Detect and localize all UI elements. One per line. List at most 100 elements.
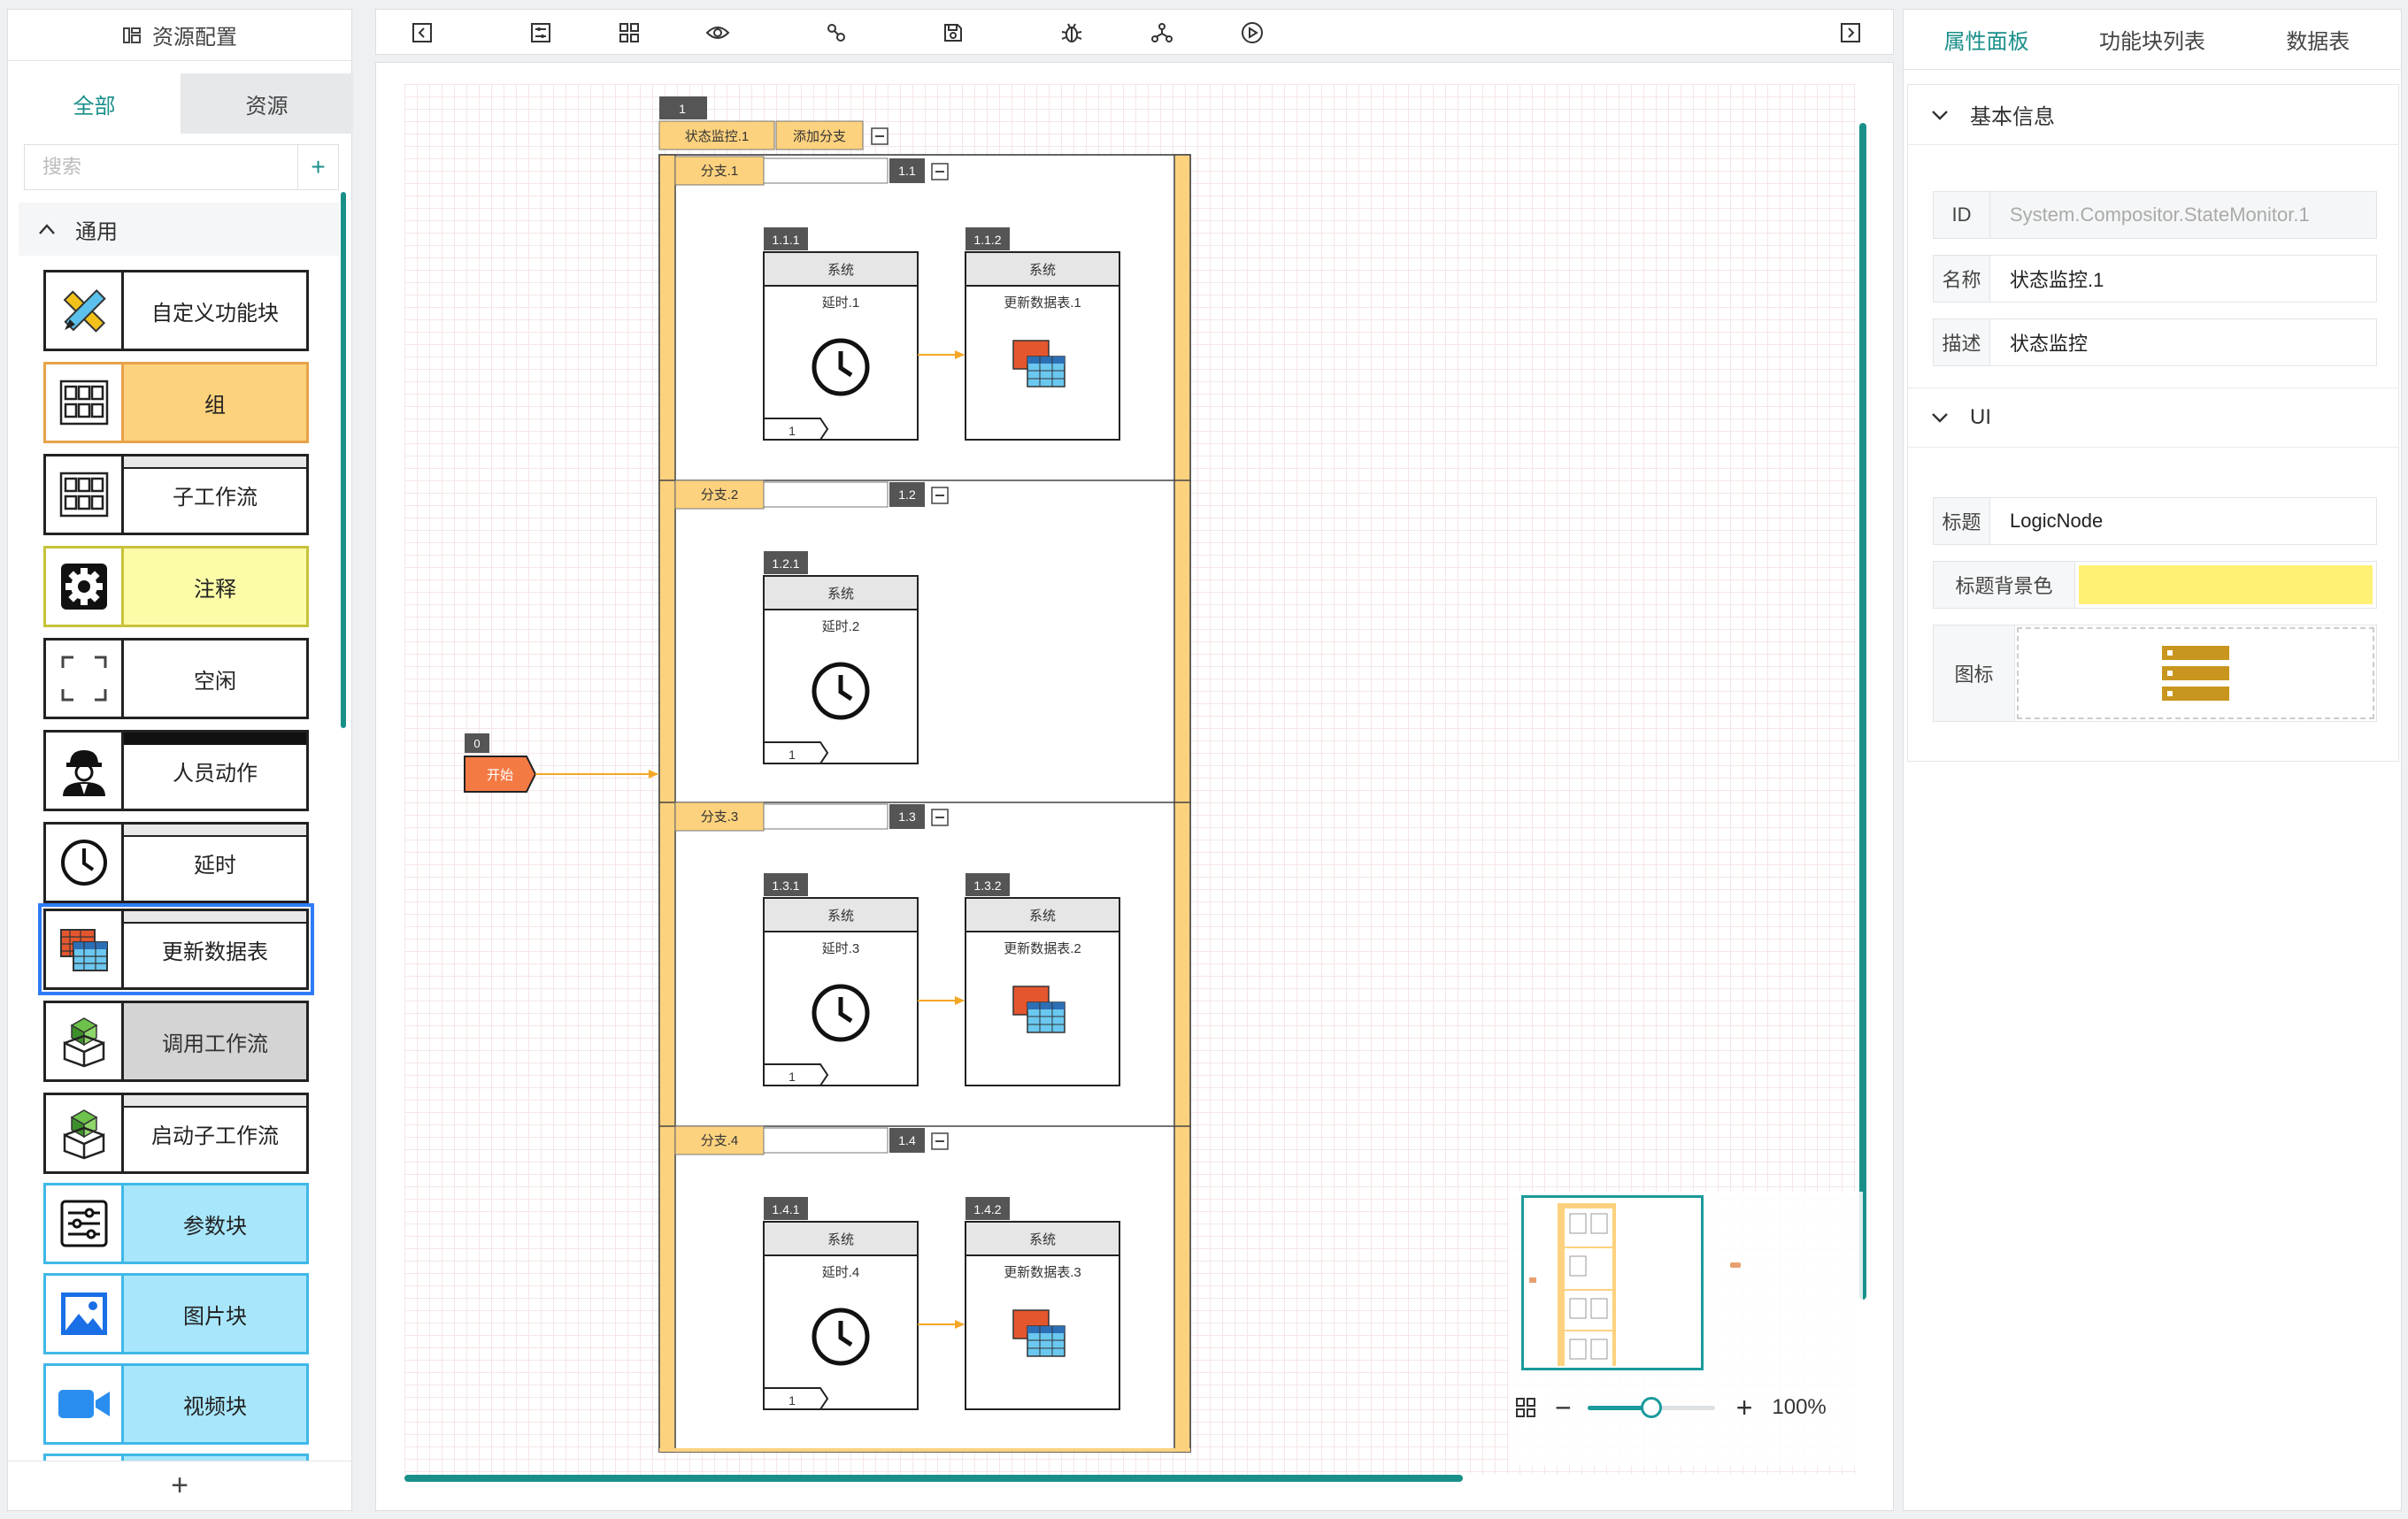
block-update-table[interactable]: 更新数据表 <box>38 903 314 995</box>
block-subflow[interactable]: 子工作流 <box>43 454 309 535</box>
node-count: 1 <box>789 1070 796 1084</box>
block-label: 子工作流 <box>124 456 306 533</box>
block-video[interactable]: 视频块 <box>43 1363 309 1445</box>
canvas-horizontal-scrollbar[interactable] <box>404 1475 1463 1482</box>
node-id: 1.3.2 <box>973 878 1001 893</box>
clock-icon <box>46 825 124 901</box>
branch-label-tab <box>674 1125 765 1155</box>
description-input[interactable]: 状态监控 <box>2010 333 2089 355</box>
node-id-tag <box>764 873 808 896</box>
node-id-tag <box>966 873 1010 896</box>
subflow-icon <box>46 456 124 533</box>
block-start-subflow[interactable]: 启动子工作流 <box>43 1093 309 1174</box>
datatable-icon-header <box>1027 1002 1065 1009</box>
node-name: 延时.4 <box>822 1265 860 1280</box>
properties-button[interactable] <box>527 19 555 47</box>
group-general-header[interactable]: 通用 <box>19 203 339 256</box>
fit-view-icon[interactable] <box>1514 1396 1537 1419</box>
zoom-slider[interactable] <box>1587 1394 1715 1421</box>
worker-icon <box>46 733 124 809</box>
clock-icon <box>812 1308 870 1366</box>
monitor-right-rail <box>1173 154 1191 1453</box>
block-label: 延时 <box>124 825 306 901</box>
canvas-vertical-scrollbar[interactable] <box>1859 123 1866 1300</box>
block-label: 更新数据表 <box>124 911 306 987</box>
block-custom-function[interactable]: 自定义功能块 <box>43 270 309 351</box>
run-button[interactable] <box>1238 19 1266 47</box>
block-call-workflow[interactable]: 调用工作流 <box>43 1001 309 1082</box>
block-delay[interactable]: 延时 <box>43 822 309 903</box>
debug-button[interactable] <box>1058 19 1086 47</box>
collapse-left-button[interactable] <box>408 19 436 47</box>
tab-property-panel[interactable]: 属性面板 <box>1943 30 2029 54</box>
resource-tabs: 全部 资源 <box>8 73 353 134</box>
name-input[interactable]: 状态监控.1 <box>2010 269 2104 291</box>
branch-name-input <box>763 157 889 184</box>
tab-data-table[interactable]: 数据表 <box>2286 30 2350 54</box>
clock-icon <box>812 662 870 720</box>
color-swatch <box>2079 565 2373 604</box>
block-label: 自定义功能块 <box>151 301 279 326</box>
clock-icon <box>812 984 870 1042</box>
block-parameter[interactable]: 参数块 <box>43 1183 309 1264</box>
field-icon: 图标 <box>1933 625 2377 722</box>
branch-label: 分支.2 <box>701 487 739 502</box>
add-group-button[interactable]: + <box>8 1461 351 1510</box>
field-title: 标题 LogicNode <box>1933 497 2377 545</box>
minimap-viewport[interactable] <box>1521 1195 1704 1370</box>
branch-name-input <box>763 1127 889 1154</box>
layout-button[interactable] <box>615 19 643 47</box>
section-basic-info[interactable]: 基本信息 <box>1908 85 2398 145</box>
field-name: 名称 状态监控.1 <box>1933 255 2377 303</box>
clock-icon <box>812 338 870 396</box>
icon-picker[interactable] <box>2017 627 2374 719</box>
resource-scrollbar[interactable] <box>341 192 346 728</box>
search-input[interactable] <box>25 145 297 189</box>
zoom-in-button[interactable]: + <box>1735 1391 1753 1423</box>
zoom-slider-fill <box>1587 1406 1651 1410</box>
block-group[interactable]: 组 <box>43 362 309 443</box>
node-header <box>965 897 1120 932</box>
title-input[interactable]: LogicNode <box>2010 510 2104 532</box>
node-category: 系统 <box>827 909 854 924</box>
save-button[interactable] <box>939 19 967 47</box>
block-annotation[interactable]: 注释 <box>43 546 309 627</box>
monitor-id-tag <box>659 96 707 119</box>
deploy-button[interactable] <box>1148 19 1176 47</box>
branch-id-tag <box>889 158 925 183</box>
sliders-icon <box>531 23 550 42</box>
title-bg-color-picker[interactable] <box>2075 562 2376 608</box>
node-category: 系统 <box>1029 909 1056 924</box>
block-worker-action[interactable]: 人员动作 <box>43 730 309 811</box>
tab-resources[interactable]: 资源 <box>181 73 353 134</box>
tab-all[interactable]: 全部 <box>8 73 181 134</box>
minimap-marker <box>1730 1262 1741 1268</box>
plus-icon: + <box>171 1469 188 1502</box>
branch-name-input <box>763 803 889 830</box>
resource-config-icon <box>123 27 141 43</box>
block-image[interactable]: 图片块 <box>43 1273 309 1354</box>
node-name: 延时.3 <box>822 941 860 956</box>
node-category: 系统 <box>827 263 854 278</box>
add-resource-button[interactable]: + <box>297 145 338 189</box>
branch-id-tag <box>889 804 925 829</box>
collapse-right-button[interactable] <box>1836 19 1865 47</box>
zoom-slider-thumb[interactable] <box>1640 1397 1662 1418</box>
properties-panel: 属性面板 功能块列表 数据表 基本信息 ID System.Compositor… <box>1903 9 2402 1511</box>
datatable-icon-header <box>1027 1326 1065 1333</box>
preview-button[interactable] <box>704 19 732 47</box>
section-ui[interactable]: UI <box>1908 387 2398 448</box>
connect-button[interactable] <box>822 19 850 47</box>
start-node-id-tag <box>465 733 489 753</box>
node-header <box>763 897 919 932</box>
block-idle[interactable]: 空闲 <box>43 638 309 719</box>
tab-function-block-list[interactable]: 功能块列表 <box>2098 30 2205 54</box>
zoom-out-button[interactable]: − <box>1555 1391 1572 1423</box>
branch-label-tab <box>674 156 765 186</box>
branch-id: 1.3 <box>898 809 916 824</box>
field-id-label: ID <box>1934 192 1990 238</box>
